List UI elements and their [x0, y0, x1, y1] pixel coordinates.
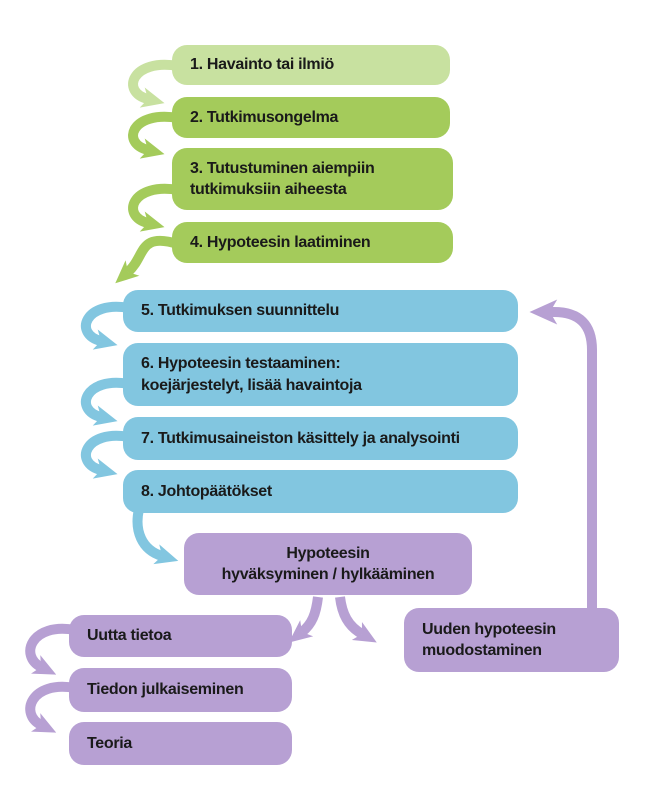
step-8-box: 8. Johtopäätökset	[123, 470, 518, 513]
step-7-box: 7. Tutkimusaineiston käsittely ja analys…	[123, 417, 518, 460]
step-1-box: 1. Havainto tai ilmiö	[172, 45, 450, 85]
step-5-box: 5. Tutkimuksen suunnittelu	[123, 290, 518, 332]
step-5-label: 5. Tutkimuksen suunnittelu	[141, 302, 340, 320]
theory-label: Teoria	[87, 734, 133, 752]
theory-box: Teoria	[69, 722, 292, 765]
hypothesis-decision-label-line1: Hypoteesin	[286, 544, 370, 562]
step-3-label-line2: tutkimuksiin aiheesta	[190, 181, 347, 198]
arrow-decision-to-new-knowledge-icon	[288, 596, 323, 643]
publishing-box: Tiedon julkaiseminen	[69, 668, 292, 712]
step-3-box: 3. Tutustuminen aiempiin tutkimuksiin ai…	[172, 148, 453, 210]
arrow-step8-to-decision-icon	[132, 507, 179, 565]
step-6-label-line1: 6. Hypoteesin testaaminen:	[141, 355, 341, 373]
hypothesis-decision-label-line2: hyväksyminen / hylkääminen	[221, 566, 435, 583]
step-2-label: 2. Tutkimusongelma	[190, 108, 339, 126]
new-hypothesis-label-line2: muodostaminen	[422, 642, 542, 659]
publishing-label: Tiedon julkaiseminen	[87, 681, 244, 699]
new-knowledge-label: Uutta tietoa	[87, 627, 172, 645]
step-3-label-line1: 3. Tutustuminen aiempiin	[190, 159, 375, 177]
step-7-label: 7. Tutkimusaineiston käsittely ja analys…	[141, 429, 460, 447]
step-6-box: 6. Hypoteesin testaaminen: koejärjestely…	[123, 343, 518, 406]
step-4-label: 4. Hypoteesin laatiminen	[190, 233, 371, 251]
arrow-new-hypothesis-to-step5-icon	[529, 299, 597, 612]
arrow-decision-to-new-hypothesis-icon	[335, 596, 377, 643]
new-hypothesis-label-line1: Uuden hypoteesin	[422, 620, 556, 638]
arrow-step4-to-step5-icon	[115, 235, 180, 284]
step-8-label: 8. Johtopäätökset	[141, 482, 272, 500]
hypothesis-decision-box: Hypoteesin hyväksyminen / hylkääminen	[184, 533, 472, 595]
step-1-label: 1. Havainto tai ilmiö	[190, 56, 334, 74]
step-6-label-line2: koejärjestelyt, lisää havaintoja	[141, 376, 362, 394]
new-knowledge-box: Uutta tietoa	[69, 615, 292, 657]
step-2-box: 2. Tutkimusongelma	[172, 97, 450, 138]
step-4-box: 4. Hypoteesin laatiminen	[172, 222, 453, 263]
new-hypothesis-box: Uuden hypoteesin muodostaminen	[404, 608, 619, 672]
